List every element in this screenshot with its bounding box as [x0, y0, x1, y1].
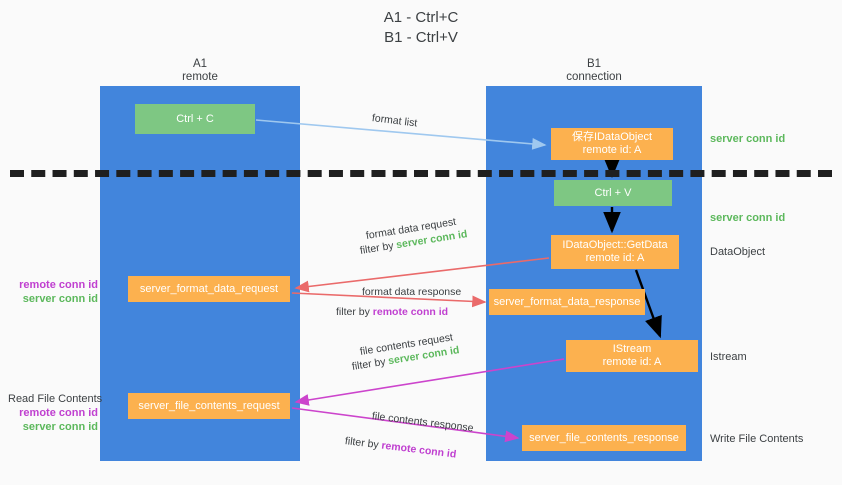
annotation-left-server-conn-id-2: server conn id — [22, 421, 98, 433]
annotation-left-server-conn-id-1: server conn id — [22, 293, 98, 305]
node-idataobject-getdata-label: IDataObject::GetData — [562, 239, 668, 251]
node-server-file-contents-request[interactable]: server_file_contents_request — [128, 393, 290, 419]
node-istream-subtext: remote id: A — [602, 356, 662, 368]
node-ctrl-v-label: Ctrl + V — [594, 186, 632, 199]
edge-label-file-contents-response: file contents response — [371, 410, 475, 435]
edge-label-file-contents-response-filter: filter by remote conn id — [344, 434, 457, 462]
diagram-title: A1 - Ctrl+C B1 - Ctrl+V — [0, 8, 842, 48]
annotation-left-remote-conn-id-1: remote conn id — [19, 279, 98, 291]
node-server-format-data-request-label: server_format_data_request — [139, 282, 279, 295]
annotation-left-read-file-contents-group: Read File Contents remote conn id server… — [8, 392, 103, 434]
filter-prefix: filter by — [336, 306, 373, 318]
node-server-format-data-request[interactable]: server_format_data_request — [128, 276, 290, 302]
column-header-b1-role: connection — [566, 71, 622, 83]
column-header-b1-name: B1 — [586, 58, 602, 70]
node-idataobject-getdata[interactable]: IDataObject::GetData remote id: A — [551, 235, 679, 269]
column-header-a1-role: remote — [182, 71, 218, 83]
column-header-a1: A1 remote — [100, 58, 300, 84]
annotation-left-conn-ids-1: remote conn id server conn id — [8, 278, 98, 306]
title-line-1: A1 - Ctrl+C — [383, 9, 459, 26]
annotation-left-remote-conn-id-2: remote conn id — [19, 407, 98, 419]
node-istream-label: IStream — [612, 343, 652, 355]
node-istream[interactable]: IStream remote id: A — [566, 340, 698, 372]
annotation-right-dataobject: DataObject — [710, 246, 766, 258]
phase-divider — [10, 170, 832, 177]
node-server-file-contents-response-label: server_file_contents_response — [529, 431, 679, 444]
edge-label-format-list: format list — [371, 112, 418, 130]
node-server-format-data-response[interactable]: server_format_data_response — [489, 289, 645, 315]
node-server-file-contents-response[interactable]: server_file_contents_response — [522, 425, 686, 451]
node-server-format-data-response-label: server_format_data_response — [493, 295, 641, 308]
annotation-right-istream: Istream — [710, 351, 747, 363]
column-header-b1: B1 connection — [486, 58, 702, 84]
filter-prefix: filter by — [344, 435, 383, 452]
title-line-2: B1 - Ctrl+V — [384, 29, 458, 46]
node-idataobject-getdata-subtext: remote id: A — [585, 252, 645, 264]
annotation-left-read-file-contents: Read File Contents — [8, 393, 103, 405]
filter-prefix: filter by — [351, 355, 390, 373]
node-save-idataobject[interactable]: 保存IDataObject remote id: A — [551, 128, 673, 160]
annotation-right-write-file-contents: Write File Contents — [710, 433, 804, 445]
column-header-a1-name: A1 — [192, 58, 208, 70]
node-ctrl-c[interactable]: Ctrl + C — [135, 104, 255, 134]
filter-key-remote-conn-id: remote conn id — [372, 306, 449, 318]
node-save-idataobject-label: 保存IDataObject — [571, 131, 653, 143]
edge-label-format-data-response-filter: filter by remote conn id — [336, 305, 448, 319]
node-server-file-contents-request-label: server_file_contents_request — [138, 399, 280, 412]
annotation-right-server-conn-id-1: server conn id — [710, 133, 786, 145]
edge-label-format-data-response: format data response — [362, 286, 462, 298]
filter-key-remote-conn-id: remote conn id — [380, 439, 457, 461]
node-ctrl-v[interactable]: Ctrl + V — [554, 180, 672, 206]
node-ctrl-c-label: Ctrl + C — [176, 112, 214, 125]
annotation-right-server-conn-id-2: server conn id — [710, 212, 786, 224]
node-save-idataobject-subtext: remote id: A — [582, 144, 642, 156]
filter-prefix: filter by — [359, 239, 398, 257]
